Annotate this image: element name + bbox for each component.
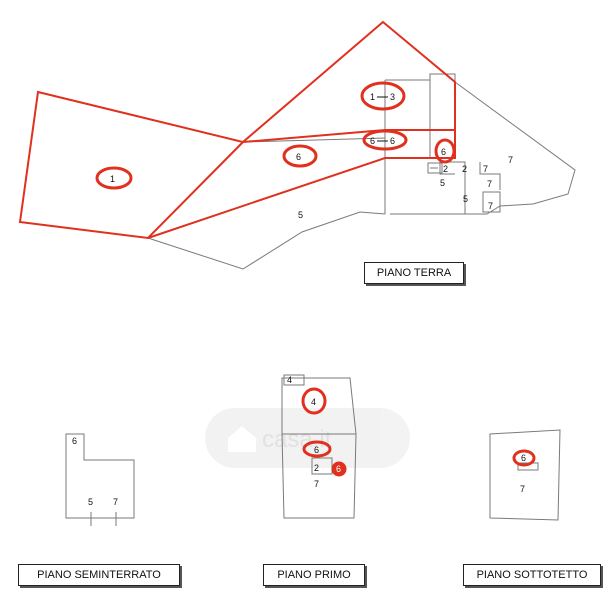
room-label: 4 (287, 375, 292, 385)
terra-text-labels: 1 1 3 6 6 6 6 5 2 2 7 7 7 5 5 7 (110, 92, 513, 220)
room-label: 6 (336, 464, 341, 474)
sotto-text-labels: 6 7 (520, 453, 526, 494)
room-label: 2 (314, 463, 319, 473)
highlight-circle (362, 129, 408, 151)
highlight-circle (282, 144, 318, 168)
highlight-circles-terra (95, 81, 456, 190)
room-label: 2 (462, 164, 467, 174)
room-label: 7 (483, 164, 488, 174)
plan-piano-seminterrato (65, 433, 135, 526)
piano-primo-label: PIANO PRIMO (263, 564, 365, 586)
room-label: 6 (72, 436, 77, 446)
room-label: 5 (88, 497, 93, 507)
highlight-circle (512, 449, 536, 467)
primo-lower-outline (281, 433, 357, 519)
parcel-2-outline (147, 20, 456, 239)
highlight-circle (95, 166, 133, 190)
highlight-circle (434, 138, 456, 164)
top-notch (385, 73, 456, 82)
highlight-circles-primo (301, 387, 347, 477)
divider-middle (242, 137, 386, 143)
sottotetto-outline (489, 429, 561, 521)
room-label: 7 (520, 484, 525, 494)
room-label: 7 (488, 201, 493, 211)
highlight-circle (301, 387, 327, 415)
piano-terra-label: PIANO TERRA (364, 262, 464, 284)
room-label: 5 (298, 210, 303, 220)
room-label: 7 (487, 179, 492, 189)
seminterrato-outline (65, 433, 135, 519)
room-label: 6 (441, 147, 446, 157)
parcel-inner-line (242, 129, 455, 143)
room-label: 5 (440, 178, 445, 188)
room-label: 1 (370, 92, 375, 102)
plan-piano-sottotetto (489, 429, 561, 521)
room-label: 6 (390, 136, 395, 146)
highlight-circle (360, 81, 406, 111)
watermark: casa.it (205, 408, 410, 468)
right-area-outline (390, 81, 576, 215)
room-label: 7 (113, 497, 118, 507)
watermark-text: casa.it (262, 426, 332, 453)
primo-text-labels: 4 4 6 2 6 7 (287, 375, 341, 489)
room-label: 1 (110, 174, 115, 184)
room-label: 7 (508, 155, 513, 165)
highlight-circle (331, 461, 347, 477)
parcel-1-outline (18, 90, 245, 240)
room-label: 4 (311, 397, 316, 407)
plan-piano-primo (281, 374, 357, 519)
room-label: 6 (314, 445, 319, 455)
highlight-circle (302, 440, 332, 458)
semi-text-labels: 6 5 7 (72, 436, 118, 507)
room-label: 6 (296, 152, 301, 162)
piano-seminterrato-label: PIANO SEMINTERRATO (18, 564, 180, 586)
room-label: 6 (370, 136, 375, 146)
room-label: 2 (443, 164, 448, 174)
piano-sottotetto-label: PIANO SOTTOTETTO (463, 564, 601, 586)
room-label: 6 (521, 453, 526, 463)
room-label: 7 (314, 479, 319, 489)
plan-piano-terra (147, 73, 576, 270)
bottom-area-outline (147, 211, 386, 270)
highlight-circles-sotto (512, 449, 536, 467)
room-label: 3 (390, 92, 395, 102)
room-label: 5 (463, 194, 468, 204)
